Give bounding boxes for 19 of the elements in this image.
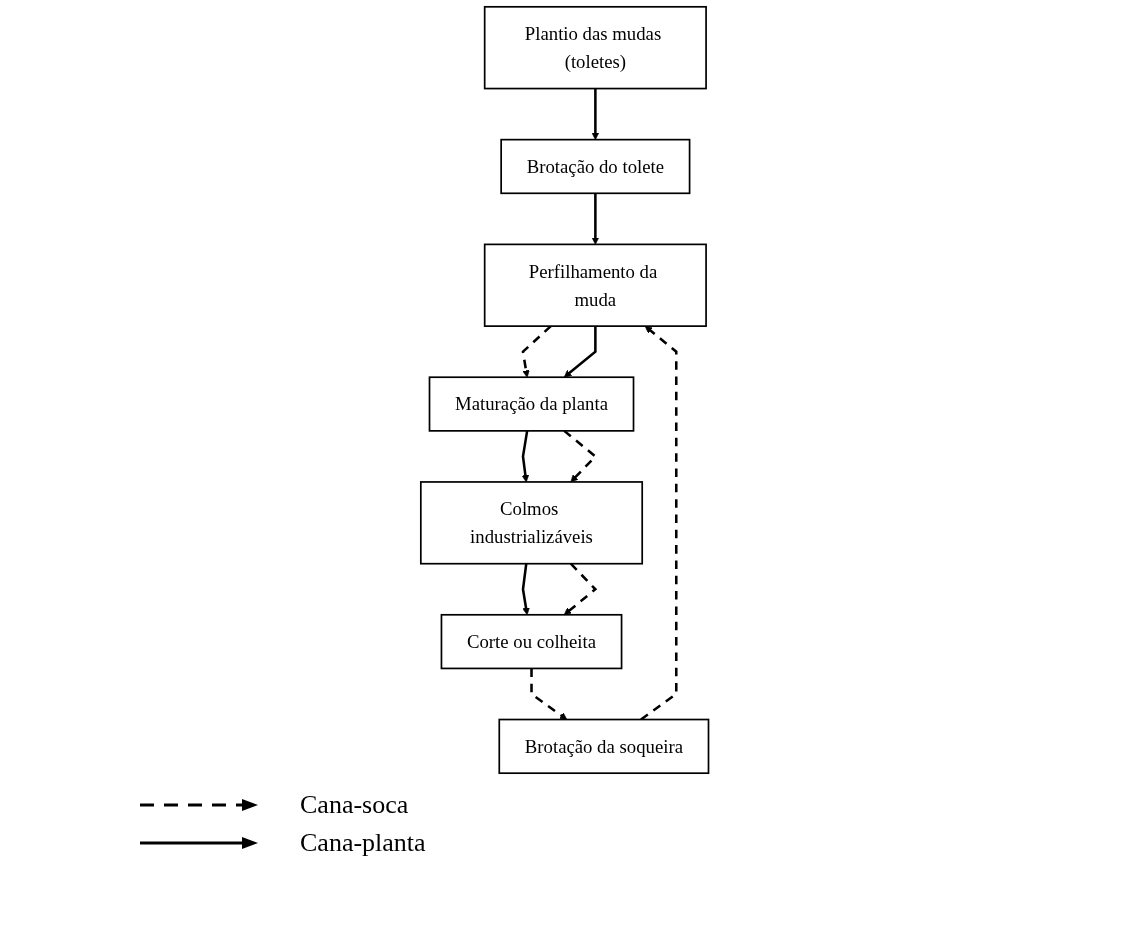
legend-text: Cana-soca: [300, 790, 409, 820]
node-box: Maturação da planta: [429, 376, 635, 432]
arrow: [563, 429, 598, 483]
arrow: [530, 668, 568, 720]
legend-text: Cana-planta: [300, 828, 426, 858]
node-box: Brotação do tolete: [500, 138, 691, 195]
arrow: [522, 430, 530, 483]
arrow: [591, 193, 600, 245]
arrow: [640, 325, 678, 721]
node-box: Colmos industrializáveis: [420, 481, 644, 565]
node-box: Corte ou colheita: [440, 613, 623, 670]
arrow: [522, 563, 531, 616]
arrow: [521, 325, 553, 378]
arrow: [591, 88, 600, 140]
node-box: Perfilhamento da muda: [484, 243, 708, 327]
node-box: Brotação da soqueira: [498, 718, 710, 774]
arrow: [564, 562, 598, 616]
arrow: [564, 326, 597, 378]
node-box: Plantio das mudas (toletes): [484, 5, 708, 90]
